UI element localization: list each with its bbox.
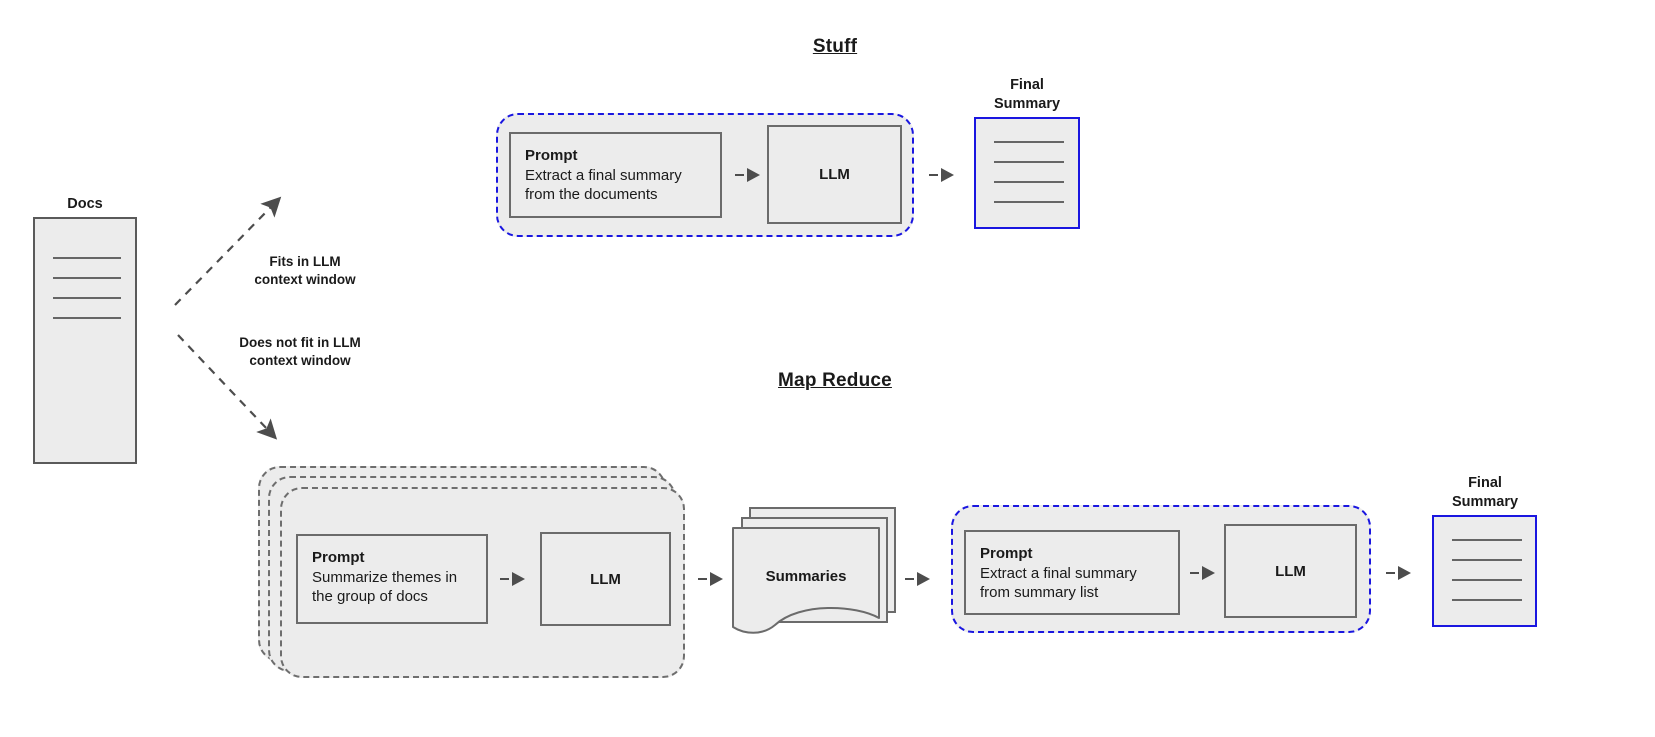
arrow-head: [512, 572, 525, 586]
branch-label-nofit-line2: context window: [249, 353, 351, 369]
arrow-stub: [1190, 572, 1199, 574]
stuff-prompt-title: Prompt: [525, 147, 578, 164]
summary-line: [1452, 539, 1522, 541]
arrow-stub: [698, 578, 707, 580]
reduce-prompt-title: Prompt: [980, 545, 1033, 562]
summaries-label: Summaries: [733, 568, 879, 585]
summary-line: [994, 141, 1064, 143]
branch-label-fits-line2: context window: [254, 272, 356, 288]
arrow-head: [710, 572, 723, 586]
map-arrow-summaries-to-reduce: [905, 572, 930, 586]
stuff-llm-label: LLM: [819, 166, 850, 183]
map-reduce-output-caption: Final Summary: [1418, 474, 1552, 511]
stuff-final-summary-box: [974, 117, 1080, 229]
reduce-prompt-line1: Extract a final summary: [980, 564, 1137, 582]
docs-line: [53, 277, 121, 279]
arrow-head: [1202, 566, 1215, 580]
branch-label-fits-line1: Fits in LLM: [269, 254, 341, 269]
docs-line: [53, 297, 121, 299]
map-prompt-line1: Summarize themes in: [312, 568, 458, 586]
map-output-caption-line2: Summary: [1451, 493, 1519, 510]
arrow-head: [917, 572, 930, 586]
arrow-stub: [905, 578, 914, 580]
docs-line: [53, 317, 121, 319]
summary-line: [1452, 579, 1522, 581]
reduce-prompt-box: Prompt Extract a final summary from summ…: [964, 530, 1180, 615]
reduce-llm-box: LLM: [1224, 524, 1357, 618]
map-reduce-final-summary-box: [1432, 515, 1537, 627]
reduce-arrow-llm-to-final: [1386, 566, 1411, 580]
docs-caption: Docs: [67, 196, 103, 212]
branch-label-fits: Fits in LLM context window: [215, 253, 395, 289]
arrow-head: [941, 168, 954, 182]
summary-line: [994, 181, 1064, 183]
map-output-caption-line1: Final: [1468, 475, 1502, 491]
reduce-llm-label: LLM: [1275, 562, 1306, 580]
stuff-arrow-llm-to-summary: [929, 168, 954, 182]
stuff-title: Stuff: [812, 36, 858, 57]
summaries-sheet-back: [749, 507, 896, 613]
stuff-arrow-prompt-to-llm: [735, 168, 760, 182]
stuff-llm-box: LLM: [767, 125, 902, 224]
map-prompt-title: Prompt: [312, 549, 365, 566]
summaries-label-text: Summaries: [765, 568, 847, 585]
reduce-prompt-line2: from summary list: [980, 584, 1099, 602]
summary-line: [1452, 599, 1522, 601]
arrow-head: [1398, 566, 1411, 580]
map-reduce-title: Map Reduce: [778, 370, 892, 391]
docs-box: [33, 217, 137, 464]
map-prompt-line2: the group of docs: [312, 588, 428, 606]
stuff-output-caption: Final Summary: [960, 76, 1094, 113]
arrow-stub: [735, 174, 744, 176]
summary-line: [994, 161, 1064, 163]
arrow-head: [747, 168, 760, 182]
stuff-prompt-box: Prompt Extract a final summary from the …: [509, 132, 722, 218]
stuff-prompt-line2: from the documents: [525, 186, 658, 204]
summary-line: [994, 201, 1064, 203]
arrow-stub: [500, 578, 509, 580]
map-arrow-prompt-to-llm: [500, 572, 525, 586]
stuff-output-caption-line1: Final: [1010, 77, 1044, 93]
arrow-stub: [1386, 572, 1395, 574]
stuff-output-caption-line2: Summary: [993, 95, 1061, 112]
docs-line: [53, 257, 121, 259]
map-arrow-llm-to-summaries: [698, 572, 723, 586]
branch-label-nofit-line1: Does not fit in LLM: [239, 335, 361, 350]
reduce-arrow-prompt-to-llm: [1190, 566, 1215, 580]
map-llm-label: LLM: [590, 570, 621, 588]
arrow-stub: [929, 174, 938, 176]
branch-label-does-not-fit: Does not fit in LLM context window: [195, 334, 405, 370]
stuff-prompt-line1: Extract a final summary: [525, 166, 682, 184]
map-prompt-box: Prompt Summarize themes in the group of …: [296, 534, 488, 624]
summary-line: [1452, 559, 1522, 561]
map-llm-box: LLM: [540, 532, 671, 626]
